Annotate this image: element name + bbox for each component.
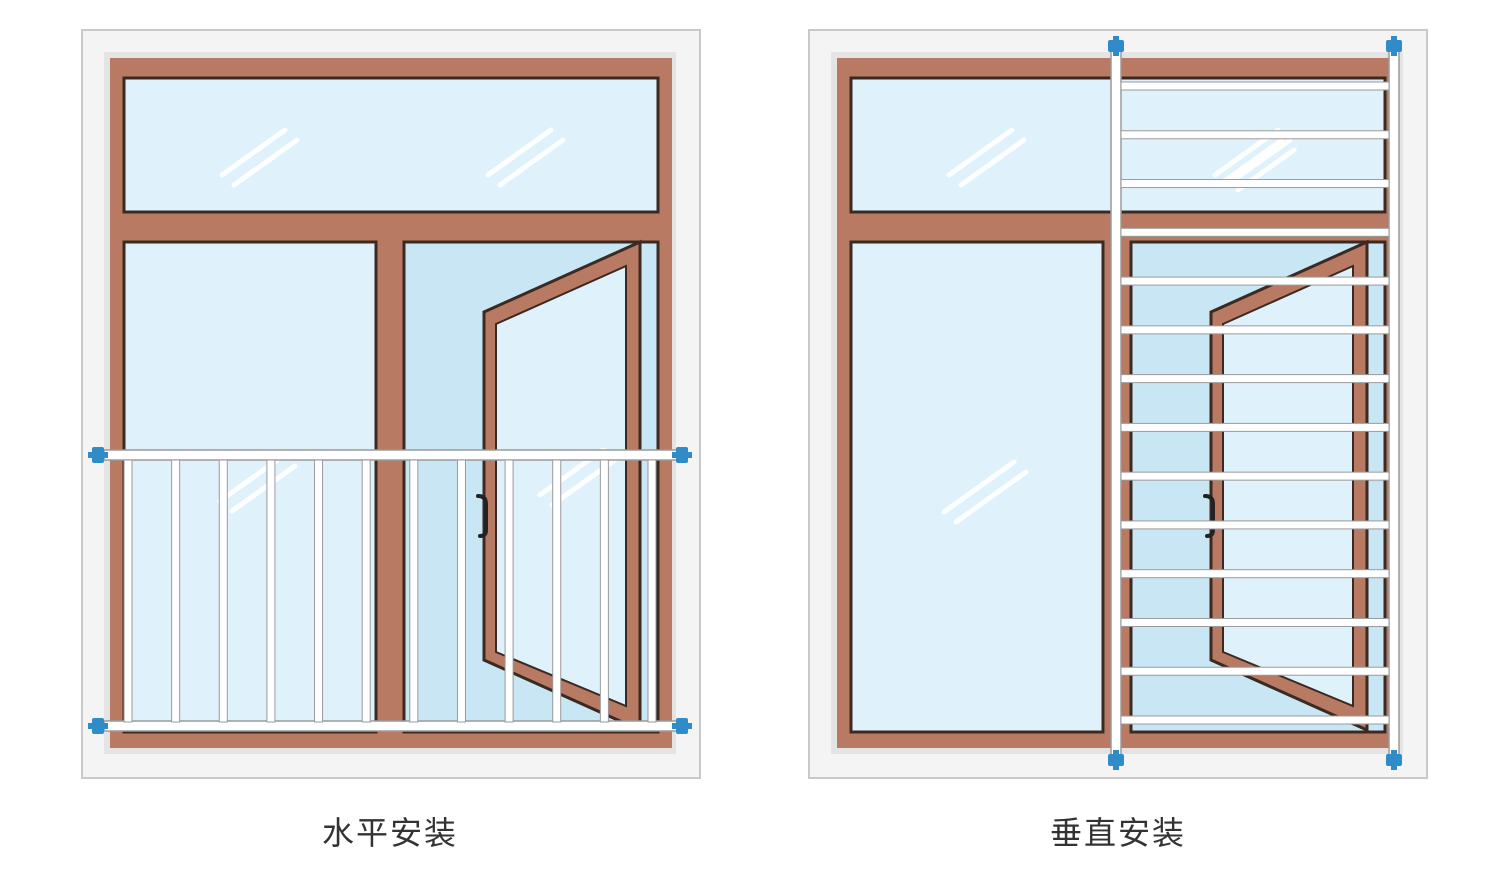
mounting-bracket-icon (1108, 750, 1124, 770)
guard-bar (361, 459, 371, 723)
glare-line (229, 463, 298, 514)
window-handle-icon (476, 494, 488, 538)
glare-line (1223, 137, 1285, 183)
glare-line (1224, 137, 1293, 188)
window-handle-icon (1203, 494, 1215, 538)
guard-bar (552, 459, 562, 723)
handle-grip (1203, 494, 1215, 538)
glass-glare-icon (941, 459, 1029, 525)
bracket-stem (1391, 750, 1397, 770)
bracket-stem (672, 452, 692, 458)
guard-bar (1120, 179, 1390, 189)
mounting-bracket-icon (1108, 36, 1124, 56)
vertical-install-panel (808, 29, 1428, 779)
guard-bar (647, 459, 657, 723)
horizontal-rail (103, 449, 681, 461)
guard-bar (504, 459, 514, 723)
open-sash (1209, 239, 1369, 733)
bracket-stem (88, 723, 108, 729)
guard-bar (1120, 471, 1390, 481)
transom-glass (122, 76, 660, 214)
guard-bar (1120, 81, 1390, 91)
caption-horizontal-install: 水平安装 (321, 814, 458, 852)
guard-bar (1120, 715, 1390, 725)
guard-bar (1120, 325, 1390, 335)
fixed-pane-glass (122, 240, 378, 734)
glare-line (953, 469, 1029, 525)
glass-glare-icon (485, 127, 566, 188)
mounting-bracket-icon (88, 718, 108, 734)
guard-bar (599, 459, 609, 723)
guard-bar (1120, 569, 1390, 579)
mounting-bracket-icon (1386, 36, 1402, 56)
guard-bar (1120, 617, 1390, 627)
guard-bar (266, 459, 276, 723)
guard-bar (1120, 276, 1390, 286)
bracket-stem (1391, 36, 1397, 56)
glare-line (946, 127, 1015, 178)
glare-line (231, 137, 300, 188)
caption-vertical-install: 垂直安装 (1049, 814, 1186, 852)
guard-bar (1120, 666, 1390, 676)
guard-bar (171, 459, 181, 723)
guard-bar (1120, 130, 1390, 140)
glare-line (219, 127, 288, 178)
mounting-bracket-icon (1386, 750, 1402, 770)
mounting-bracket-icon (88, 447, 108, 463)
guard-bar (409, 459, 419, 723)
glare-line (485, 127, 554, 178)
guard-bar (314, 459, 324, 723)
glare-line (941, 459, 1017, 515)
glass-glare-icon (219, 127, 300, 188)
guard-bar (1120, 422, 1390, 432)
glare-line (497, 137, 566, 188)
glass-glare-icon (946, 127, 1027, 188)
guard-bar (456, 459, 466, 723)
guard-bar (1120, 374, 1390, 384)
bracket-stem (88, 452, 108, 458)
bracket-stem (1113, 36, 1119, 56)
guard-bar (1120, 520, 1390, 530)
mounting-bracket-icon (672, 718, 692, 734)
horizontal-install-panel (81, 29, 701, 779)
guard-bar (123, 459, 133, 723)
vertical-rail (1388, 45, 1400, 761)
bracket-stem (1113, 750, 1119, 770)
handle-grip (476, 494, 488, 538)
mounting-bracket-icon (672, 447, 692, 463)
bracket-stem (672, 723, 692, 729)
guard-bar (218, 459, 228, 723)
glare-line (958, 137, 1027, 188)
guard-bar (1120, 227, 1390, 237)
horizontal-rail (103, 720, 681, 732)
vertical-rail (1110, 45, 1122, 761)
